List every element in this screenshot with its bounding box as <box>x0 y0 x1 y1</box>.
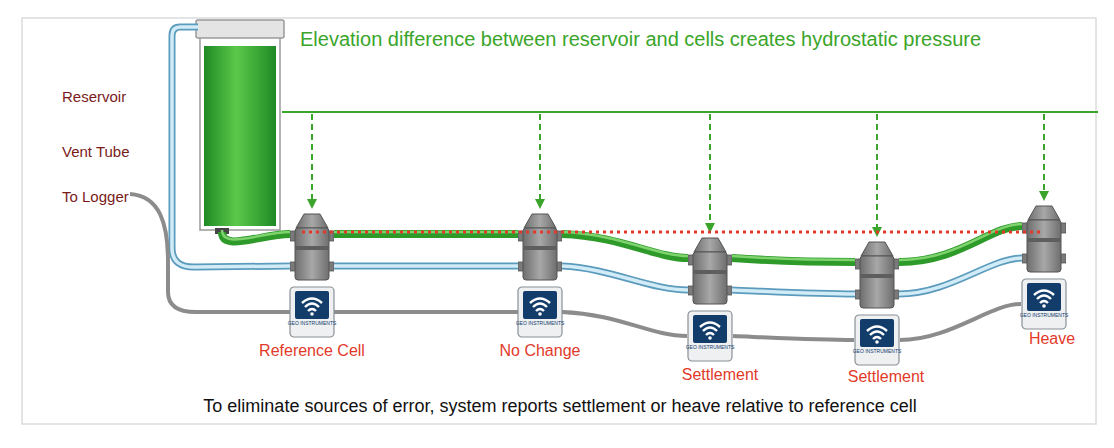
liquid-tube <box>222 224 1022 262</box>
loggers <box>290 279 1066 365</box>
cell-status: Heave <box>1029 330 1075 348</box>
vent-tube <box>172 27 1022 294</box>
part-label: To Logger <box>62 188 129 205</box>
reservoir <box>196 20 284 234</box>
cell-status: No Change <box>500 342 581 360</box>
logger-box <box>518 287 562 337</box>
logger-box <box>688 311 732 361</box>
pressure-note: Elevation difference between reservoir a… <box>300 28 981 51</box>
logo-text: GEO INSTRUMENTS <box>686 345 735 351</box>
pressure-cell <box>1022 206 1066 272</box>
cell-status: Settlement <box>682 366 758 384</box>
pressure-cell <box>290 214 334 280</box>
cells <box>290 206 1066 308</box>
part-label: Vent Tube <box>62 143 130 160</box>
part-label: Reservoir <box>62 88 126 105</box>
logo-text: GEO INSTRUMENTS <box>853 349 902 355</box>
logo-text: GEO INSTRUMENTS <box>288 321 337 327</box>
pressure-cell <box>855 242 899 308</box>
logger-box <box>290 287 334 337</box>
pressure-cell <box>688 238 732 304</box>
pressure-arrows <box>312 114 1044 232</box>
logo-text: GEO INSTRUMENTS <box>516 321 565 327</box>
pressure-cell <box>518 214 562 280</box>
reference-level <box>282 111 1098 113</box>
reference-elevation-line <box>302 231 1040 234</box>
frame <box>22 18 1096 424</box>
caption: To eliminate sources of error, system re… <box>203 396 916 417</box>
logger-box <box>1022 279 1066 329</box>
logger-box <box>855 315 899 365</box>
logo-text: GEO INSTRUMENTS <box>1020 313 1069 319</box>
cell-status: Reference Cell <box>259 342 365 360</box>
cell-status: Settlement <box>848 368 924 386</box>
